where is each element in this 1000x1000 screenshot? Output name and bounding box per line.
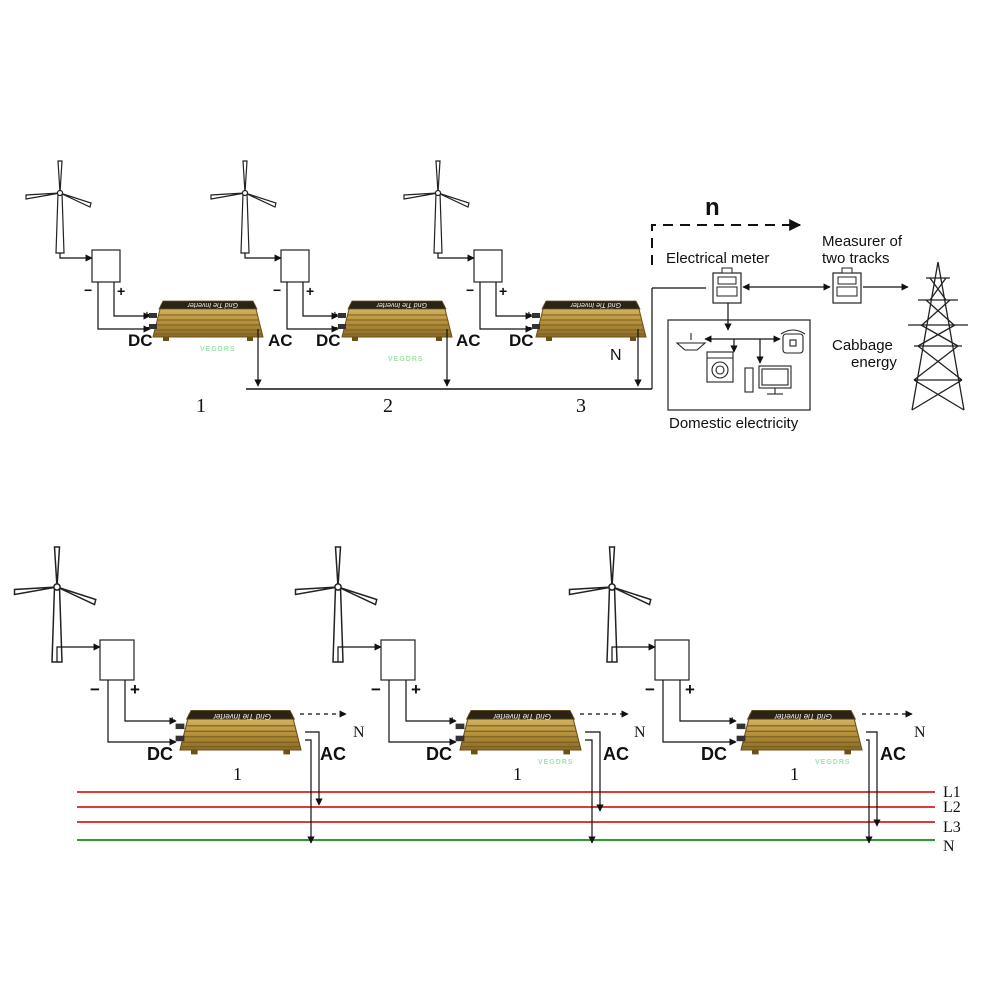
index-label: 1 (513, 764, 522, 784)
dc-label: DC (147, 744, 173, 764)
controller-box (280, 249, 310, 283)
index-label: 1 (790, 764, 799, 784)
wind-turbine-icon (13, 546, 97, 663)
minus-sign: − (90, 680, 100, 699)
minus-sign: − (84, 282, 92, 298)
ac-label: AC (268, 331, 293, 350)
controller-box (654, 639, 690, 681)
transmission-tower-icon (908, 261, 968, 411)
n-arrow-label: n (705, 194, 720, 221)
minus-sign: − (645, 680, 655, 699)
n-label: N (610, 347, 622, 364)
inverter-title: Grid Tie Inverter (570, 301, 621, 308)
minus-small: − (332, 323, 338, 334)
ac-label: AC (880, 744, 906, 764)
minus-sign: − (466, 282, 474, 298)
inverter-title: Grid Tie Inverter (213, 712, 271, 721)
ac-label: AC (320, 744, 346, 764)
controller-box (91, 249, 121, 283)
three-phase-bus: L1 L2 L3 N (77, 784, 961, 855)
domestic-label: Domestic electricity (669, 415, 799, 432)
cabbage-label-1: Cabbage (832, 337, 893, 354)
top-unit-2: − + + − Grid Tie Inverter VEGDRS DC AC 2 (210, 160, 481, 417)
plus-small: + (729, 715, 735, 727)
plus-sign: + (499, 283, 507, 299)
n-label: N (353, 724, 365, 741)
wind-turbine-icon (568, 546, 652, 663)
bottom-unit-b: − + + − Grid Tie Inverter VEGDRS DC AC 1… (294, 546, 646, 844)
watermark: VEGDRS (200, 346, 236, 353)
top-unit-1: − + + − Grid Tie Inverter VEGDRS DC AC 1 (25, 160, 293, 417)
dashed-n-arrow (651, 219, 802, 265)
plus-sign: + (130, 680, 140, 699)
plus-sign: + (411, 680, 421, 699)
plus-small: + (169, 715, 175, 727)
controller-box (99, 639, 135, 681)
top-diagram: − + + − Grid Tie Inverter VEGDRS DC AC 1… (25, 160, 968, 432)
minus-small: − (169, 736, 175, 748)
ceiling-fan-icon (675, 333, 707, 351)
wind-turbine-icon (210, 160, 277, 254)
measurer-label-1: Measurer of (822, 233, 903, 250)
minus-small: − (144, 323, 150, 334)
watermark: VEGDRS (388, 356, 424, 363)
inverter-title: Grid Tie Inverter (187, 301, 238, 308)
index-label: 1 (233, 764, 242, 784)
plus-small: + (526, 310, 532, 321)
n-label: N (634, 724, 646, 741)
controller-box (473, 249, 503, 283)
wind-turbine-icon (25, 160, 92, 254)
dc-label: DC (128, 331, 153, 350)
controller-box (380, 639, 416, 681)
dc-label: DC (509, 331, 534, 350)
index-label-2: 2 (383, 395, 393, 417)
rice-cooker-icon (780, 329, 806, 354)
inverter-title: Grid Tie Inverter (493, 712, 551, 721)
n-label: N (914, 724, 926, 741)
watermark: VEGDRS (538, 759, 574, 766)
bottom-diagram: L1 L2 L3 N − + + − Grid Tie Inverter DC … (13, 546, 961, 855)
wind-turbine-icon (403, 160, 470, 254)
bidirectional-meter-icon (832, 267, 862, 304)
index-label-3: 3 (576, 395, 586, 417)
minus-small: − (729, 736, 735, 748)
minus-sign: − (371, 680, 381, 699)
bottom-unit-a: − + + − Grid Tie Inverter DC AC 1 N (13, 546, 365, 844)
plus-sign: + (306, 283, 314, 299)
top-unit-3: − + + − Grid Tie Inverter DC N 3 (403, 160, 647, 417)
plus-sign: + (685, 680, 695, 699)
bus-label-n: N (943, 838, 955, 855)
inverter-title: Grid Tie Inverter (774, 712, 832, 721)
bottom-unit-c: − + + − Grid Tie Inverter VEGDRS DC AC 1… (568, 546, 926, 844)
bus-label-l3: L3 (943, 819, 961, 836)
washing-machine-icon (706, 351, 734, 383)
bus-label-l1: L1 (943, 784, 961, 801)
electric-meter-icon (712, 267, 742, 304)
domestic-appliances-box (667, 303, 811, 411)
cabbage-label-2: energy (851, 354, 897, 371)
measurer-label-2: two tracks (822, 250, 890, 267)
inverter-title: Grid Tie Inverter (376, 301, 427, 308)
ac-label: AC (603, 744, 629, 764)
dc-label: DC (701, 744, 727, 764)
index-label-1: 1 (196, 395, 206, 417)
dc-label: DC (316, 331, 341, 350)
minus-small: − (526, 323, 532, 334)
plus-small: + (332, 310, 338, 321)
dc-label: DC (426, 744, 452, 764)
meter-label: Electrical meter (666, 250, 769, 267)
plus-small: + (144, 310, 150, 321)
wind-turbine-icon (294, 546, 378, 663)
ac-label: AC (456, 331, 481, 350)
minus-small: − (449, 736, 455, 748)
watermark: VEGDRS (815, 759, 851, 766)
plus-sign: + (117, 283, 125, 299)
computer-icon (744, 365, 792, 395)
minus-sign: − (273, 282, 281, 298)
plus-small: + (449, 715, 455, 727)
bus-label-l2: L2 (943, 799, 961, 816)
